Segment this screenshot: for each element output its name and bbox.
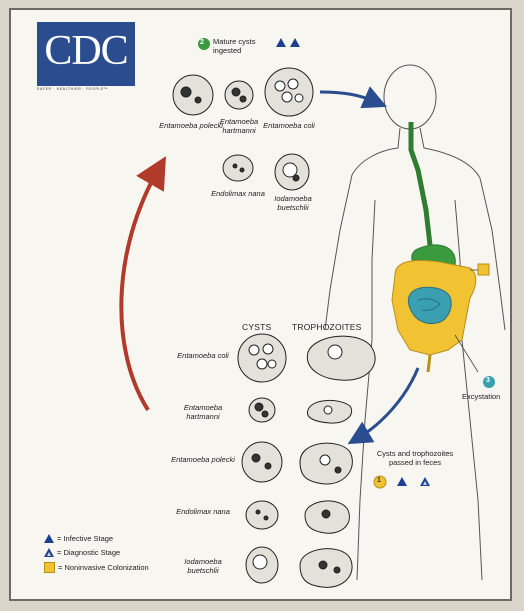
red-cycle-arrow (121, 170, 158, 410)
table-row-label: Iodamoeba buetschlii (168, 558, 238, 575)
top-cyst-label: Entamoeba coli (254, 122, 324, 131)
table-row-label: Entamoeba polecki (168, 456, 238, 465)
legend-infective: = Infective Stage (44, 534, 113, 543)
colonization-icon (44, 562, 55, 573)
infective-stage-icon (397, 477, 407, 486)
excystation-pointer (455, 335, 478, 372)
cdc-logo-text: CDC (37, 22, 135, 80)
trophozoite-drawings (300, 336, 375, 587)
table-cyst-drawings (238, 334, 286, 583)
cdc-logo: CDC (37, 22, 135, 86)
step-1-label: Cysts and trophozoites passed in feces (370, 449, 460, 467)
legend-diagnostic: = Diagnostic Stage (44, 548, 120, 557)
top-cyst-label: Iodamoeba buetschlii (258, 195, 328, 212)
step-1-number: 1 (377, 477, 381, 484)
infective-stage-icon (44, 534, 54, 543)
step-3-number: 3 (486, 377, 490, 384)
trophozoites-column-header: TROPHOZOITES (292, 322, 361, 332)
colonization-square (478, 264, 489, 275)
cdc-tagline: SAFER · HEALTHIER · PEOPLE™ (37, 87, 147, 91)
infective-stage-icon (290, 38, 300, 47)
step-2-label: Mature cysts ingested (213, 38, 273, 55)
ingestion-arrow (320, 92, 376, 102)
table-row-label: Entamoeba hartmanni (168, 404, 238, 421)
legend-colonization: = Noninvasive Colonization (44, 562, 149, 573)
excystation-label: Excystation (462, 392, 500, 401)
diagnostic-stage-icon (420, 477, 430, 486)
legend-colonization-text: = Noninvasive Colonization (58, 563, 149, 572)
cysts-column-header: CYSTS (242, 322, 271, 332)
feces-arrow (358, 368, 418, 438)
step-2-number: 2 (200, 39, 204, 46)
infective-stage-icon (276, 38, 286, 47)
table-row-label: Endolimax nana (168, 508, 238, 517)
legend-infective-text: = Infective Stage (57, 534, 113, 543)
table-row-label: Entamoeba coli (168, 352, 238, 361)
diagnostic-stage-icon (44, 548, 54, 557)
digestive-tract (392, 122, 476, 372)
legend-diagnostic-text: = Diagnostic Stage (57, 548, 120, 557)
